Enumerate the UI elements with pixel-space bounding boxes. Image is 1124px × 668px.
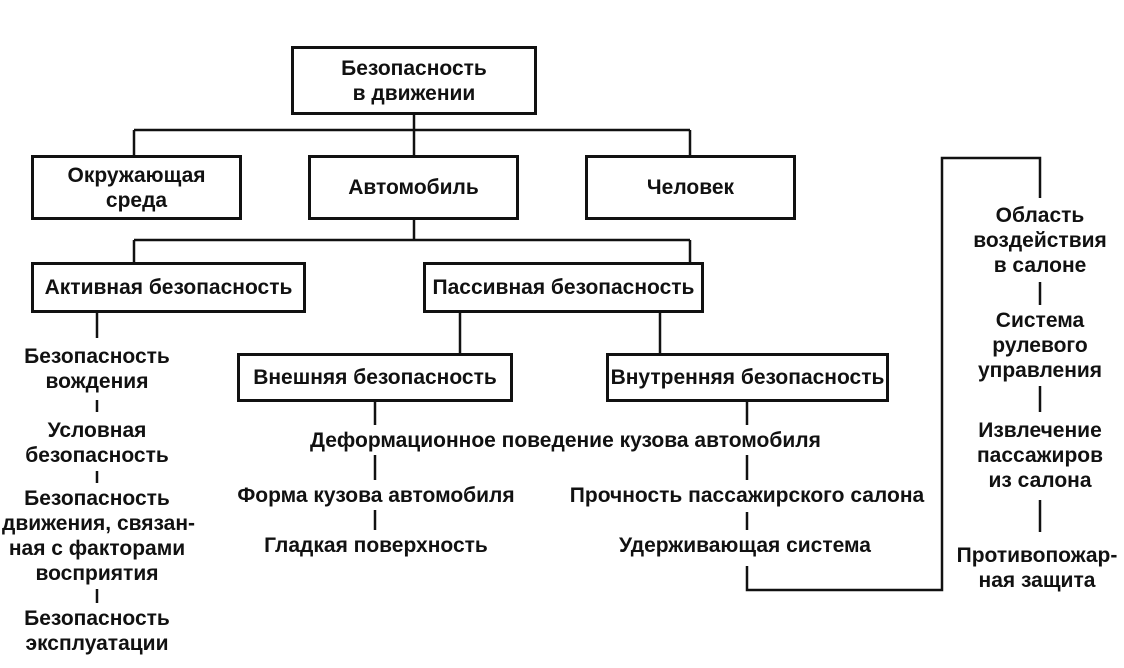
right-item-steering-system: Система рулевого управления: [977, 309, 1103, 382]
right-item-extraction: Извлечение пассажиров из салона: [976, 419, 1104, 492]
active-item-perception: Безопасность движения, связан- ная с фак…: [2, 487, 196, 585]
shared-deformation-item: Деформационное поведение кузова автомоби…: [310, 429, 821, 452]
human-box: Человек: [585, 155, 796, 220]
external-item-body-shape: Форма кузова автомобиля: [237, 484, 515, 507]
right-item-fire-protection: Противопожар- ная защита: [956, 544, 1118, 592]
right-item-impact-area: Область воздействия в салоне: [973, 204, 1107, 277]
active-safety-box: Активная безопасность: [31, 262, 306, 313]
active-item-driving: Безопасность вождения: [24, 345, 170, 393]
root-line-2: в движении: [352, 81, 476, 105]
passive-safety-label: Пассивная безопасность: [432, 276, 695, 299]
vehicle-label: Автомобиль: [348, 176, 479, 199]
internal-safety-box: Внутренняя безопасность: [606, 353, 889, 402]
environment-line-2: среда: [105, 188, 168, 212]
internal-item-cabin-strength: Прочность пассажирского салона: [569, 484, 925, 507]
root-line-1: Безопасность: [341, 56, 487, 80]
environment-line-1: Окружающая: [67, 163, 206, 187]
passive-safety-box: Пассивная безопасность: [423, 262, 704, 313]
active-item-conditional: Условная безопасность: [25, 419, 169, 467]
active-safety-label: Активная безопасность: [44, 276, 293, 299]
external-item-smooth-surface: Гладкая поверхность: [264, 534, 488, 557]
root-box: Безопасность в движении: [291, 46, 537, 115]
human-label: Человек: [646, 176, 735, 199]
environment-box: Окружающая среда: [31, 155, 242, 220]
vehicle-box: Автомобиль: [308, 155, 519, 220]
external-safety-label: Внешняя безопасность: [253, 366, 497, 389]
external-safety-box: Внешняя безопасность: [237, 353, 513, 402]
internal-item-restraint-system: Удерживающая система: [619, 534, 871, 557]
internal-safety-label: Внутренняя безопасность: [610, 366, 885, 389]
active-item-operation: Безопасность эксплуатации: [24, 607, 170, 655]
